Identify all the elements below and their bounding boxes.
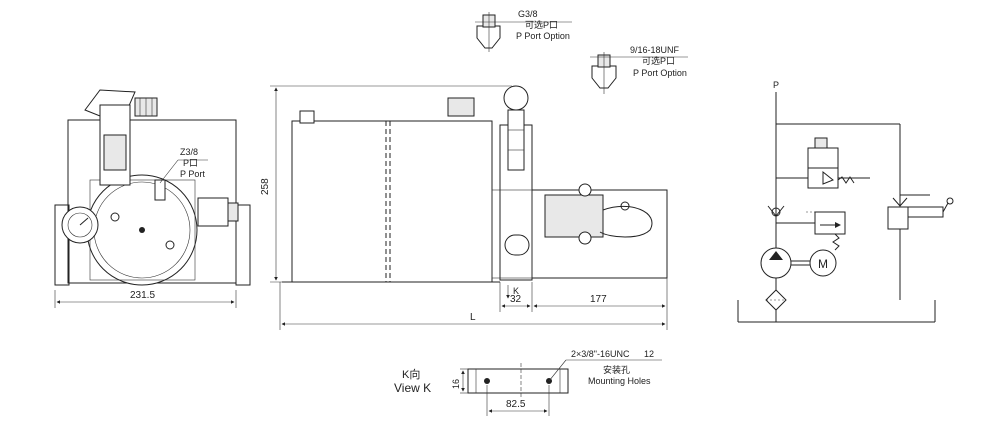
view-k-detail: K向 View K 16 82.5 2×3/8"-16UNC 12 安装孔 Mo… — [394, 349, 662, 416]
holes-spec: 2×3/8"-16UNC — [571, 349, 630, 359]
g38-cn: 可选P口 — [525, 19, 558, 30]
side-port-en: P Port — [180, 169, 205, 179]
schematic-p-label: P — [773, 80, 779, 90]
side-view: 231.5 Z3/8 P口 P Port — [54, 89, 251, 308]
holes-en: Mounting Holes — [588, 376, 651, 386]
view-k-marker: K — [513, 286, 519, 296]
holes-depth: 12 — [644, 349, 654, 359]
g38-size: G3/8 — [518, 9, 538, 19]
view-k-title-cn: K向 — [402, 367, 420, 381]
view-k-height-dim: 16 — [451, 379, 461, 389]
side-width-dim: 231.5 — [130, 290, 155, 301]
option-g38-detail: G3/8 可选P口 P Port Option — [475, 9, 572, 52]
dim-177: 177 — [590, 294, 607, 305]
holes-cn: 安装孔 — [603, 364, 630, 375]
option-unf-detail: 9/16-18UNF 可选P口 P Port Option — [590, 45, 688, 94]
front-view: 258 32 177 K L — [260, 85, 668, 330]
view-k-title-en: View K — [394, 381, 431, 395]
unf-size: 9/16-18UNF — [630, 45, 680, 55]
hydraulic-schematic: P M — [737, 80, 954, 323]
dim-32: 32 — [510, 294, 522, 305]
g38-en: P Port Option — [516, 31, 570, 41]
unf-en: P Port Option — [633, 68, 687, 78]
view-k-spacing-dim: 82.5 — [506, 399, 526, 410]
side-port-size: Z3/8 — [180, 147, 198, 157]
unf-cn: 可选P口 — [642, 55, 675, 66]
dim-length: L — [470, 312, 476, 323]
schematic-motor-label: M — [818, 257, 828, 271]
front-height-dim: 258 — [260, 178, 271, 195]
side-port-cn: P口 — [183, 158, 198, 168]
